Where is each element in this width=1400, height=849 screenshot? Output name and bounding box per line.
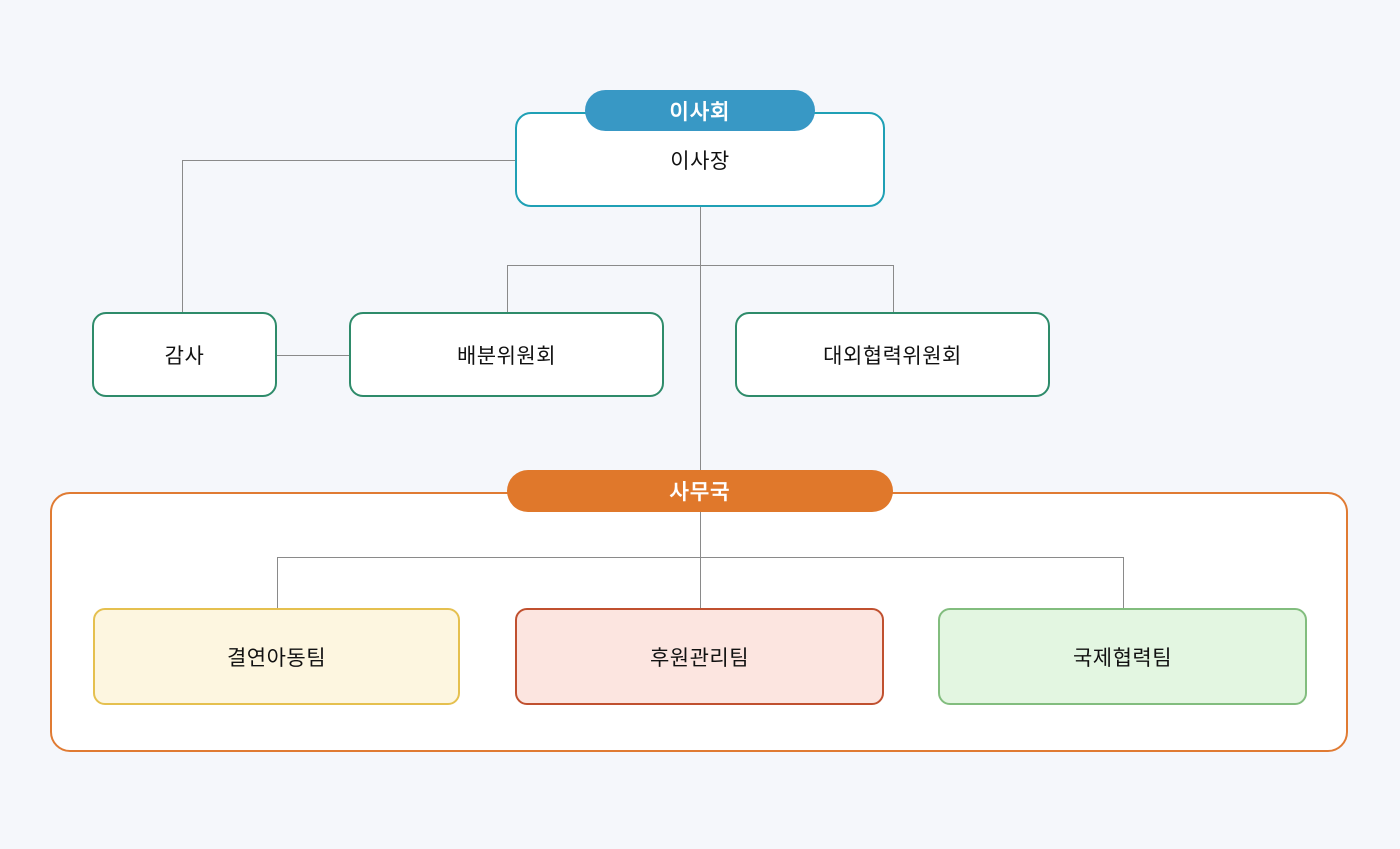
connector-team0-drop [277, 557, 278, 609]
chairman-label: 이사장 [670, 149, 730, 173]
connector-auditor-to-committee1 [277, 355, 349, 356]
external-cooperation-committee-label: 대외협력위원회 [823, 344, 962, 368]
connector-team2-drop [1123, 557, 1124, 609]
external-cooperation-committee-box: 대외협력위원회 [735, 312, 1050, 397]
board-badge-label: 이사회 [669, 100, 731, 124]
distribution-committee-label: 배분위원회 [456, 344, 557, 368]
international-cooperation-team-label: 국제협력팀 [1072, 646, 1173, 670]
connector-secretariat-drop [700, 512, 701, 609]
connector-chairman-to-secretariat [700, 207, 701, 470]
auditor-box: 감사 [92, 312, 277, 397]
connector-auditor-drop [182, 160, 183, 312]
secretariat-badge: 사무국 [507, 470, 893, 512]
sponsored-children-team-label: 결연아동팀 [226, 646, 327, 670]
distribution-committee-box: 배분위원회 [349, 312, 664, 397]
international-cooperation-team-box: 국제협력팀 [938, 608, 1307, 705]
sponsorship-management-team-label: 후원관리팀 [649, 646, 750, 670]
connector-chairman-to-auditor-horizontal [182, 160, 515, 161]
sponsored-children-team-box: 결연아동팀 [93, 608, 460, 705]
sponsorship-management-team-box: 후원관리팀 [515, 608, 884, 705]
connector-committee1-drop [507, 265, 508, 312]
auditor-label: 감사 [164, 344, 205, 368]
board-badge: 이사회 [585, 90, 815, 131]
secretariat-badge-label: 사무국 [669, 481, 731, 504]
connector-committee2-drop [893, 265, 894, 312]
connector-teams-span [277, 557, 1123, 558]
